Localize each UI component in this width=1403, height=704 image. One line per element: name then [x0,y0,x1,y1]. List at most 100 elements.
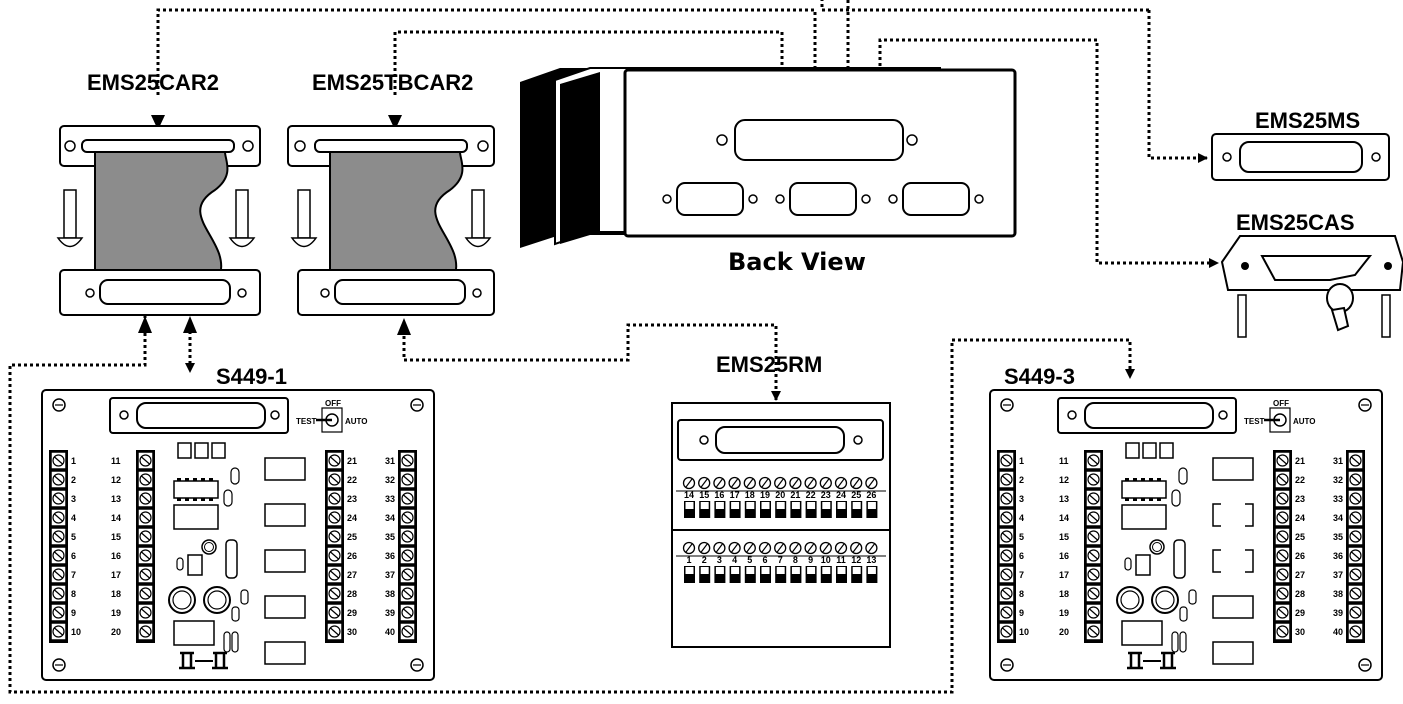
line-backview-to-ms-top [820,0,1149,12]
terminal-num-1: 31 [1333,456,1343,466]
line-ms-to-backview [1147,10,1208,163]
ems25cas-connector [1220,235,1403,338]
terminal-num-8: 8 [1019,589,1024,599]
rm-terminal-number: 17 [730,490,740,500]
arrow-up-car2-b [183,316,197,333]
terminal-num-8: 28 [347,589,357,599]
terminal-num-4: 24 [347,513,357,523]
terminal-num-3: 33 [385,494,395,504]
terminal-num-6: 36 [1333,551,1343,561]
rm-terminal-number: 15 [699,490,709,500]
rm-terminal-number: 13 [866,555,876,565]
rm-terminal-number: 25 [851,490,861,500]
terminal-block-31-40 [398,450,417,643]
switch-off-label: OFF [325,399,341,408]
terminal-num-8: 28 [1295,589,1305,599]
terminal-num-5: 35 [1333,532,1343,542]
terminal-num-4: 34 [385,513,395,523]
terminal-num-2: 2 [1019,475,1024,485]
terminal-num-2: 2 [71,475,76,485]
terminal-num-5: 25 [1295,532,1305,542]
ribbon-cable [94,151,229,276]
line-cas-to-backview [878,38,1219,268]
terminal-num-8: 38 [385,589,395,599]
terminal-num-3: 33 [1333,494,1343,504]
arrow-up-tbcar2 [397,318,411,335]
terminal-block-21-30 [325,450,344,643]
rm-terminal-number: 2 [702,555,707,565]
label-back-view: Back View [728,248,866,276]
label-s449-1: S449-1 [216,364,287,389]
label-ems25rm: EMS25RM [716,352,822,377]
terminal-num-3: 23 [1295,494,1305,504]
rm-terminal-number: 12 [851,555,861,565]
switch-auto-label: AUTO [345,417,368,426]
ems25tbcar2-cable [287,125,495,316]
terminal-block-1-10 [49,450,68,643]
terminal-num-8: 18 [111,589,121,599]
terminal-num-7: 17 [1059,570,1069,580]
rm-terminal-number: 4 [732,555,737,565]
rm-terminal-number: 20 [775,490,785,500]
terminal-num-5: 35 [385,532,395,542]
tbcar2-screws [290,189,492,248]
terminal-num-1: 1 [71,456,76,466]
terminal-num-2: 22 [347,475,357,485]
terminal-num-10: 10 [71,627,81,637]
switch-test-label: TEST [1244,417,1265,426]
terminal-num-6: 26 [1295,551,1305,561]
terminal-num-9: 19 [111,608,121,618]
rm-terminal-number: 21 [790,490,800,500]
terminal-block-11-20 [1084,450,1103,643]
terminal-num-4: 14 [1059,513,1069,523]
rm-terminal-number: 10 [821,555,831,565]
terminal-num-5: 15 [111,532,121,542]
terminal-num-7: 37 [1333,570,1343,580]
terminal-num-3: 13 [111,494,121,504]
rm-terminal-number: 5 [747,555,752,565]
terminal-num-2: 32 [385,475,395,485]
rm-terminal-number: 6 [762,555,767,565]
terminal-num-5: 15 [1059,532,1069,542]
rm-terminal-number: 3 [717,555,722,565]
terminal-block-11-20 [136,450,155,643]
terminal-num-3: 13 [1059,494,1069,504]
rm-terminal-number: 9 [808,555,813,565]
terminal-num-8: 18 [1059,589,1069,599]
label-ems25cas: EMS25CAS [1236,210,1355,235]
arrow-down-tbcar2 [388,115,402,130]
terminal-num-6: 16 [1059,551,1069,561]
line-s4491-to-car2-a [8,315,1135,694]
terminal-num-10: 20 [1059,627,1069,637]
arrow-down-car2 [151,115,165,130]
terminal-num-1: 31 [385,456,395,466]
terminal-num-9: 19 [1059,608,1069,618]
terminal-num-10: 20 [111,627,121,637]
terminal-block-21-30 [1273,450,1292,643]
terminal-num-7: 27 [347,570,357,580]
terminal-num-7: 7 [1019,570,1024,580]
line-car2-to-backview [156,8,820,109]
rm-terminal-number: 22 [806,490,816,500]
terminal-num-1: 21 [1295,456,1305,466]
terminal-num-6: 26 [347,551,357,561]
terminal-num-9: 39 [1333,608,1343,618]
terminal-num-1: 11 [111,456,121,466]
terminal-num-6: 6 [71,551,76,561]
rm-terminal-number: 26 [866,490,876,500]
terminal-num-7: 17 [111,570,121,580]
terminal-num-4: 4 [1019,513,1024,523]
line-tbcar2-to-rm [402,323,781,401]
terminal-num-5: 5 [1019,532,1024,542]
terminal-num-4: 14 [111,513,121,523]
terminal-num-8: 8 [71,589,76,599]
terminal-num-9: 9 [71,608,76,618]
rm-terminal-number: 23 [821,490,831,500]
terminal-num-4: 24 [1295,513,1305,523]
back-view-unit [520,67,1017,248]
